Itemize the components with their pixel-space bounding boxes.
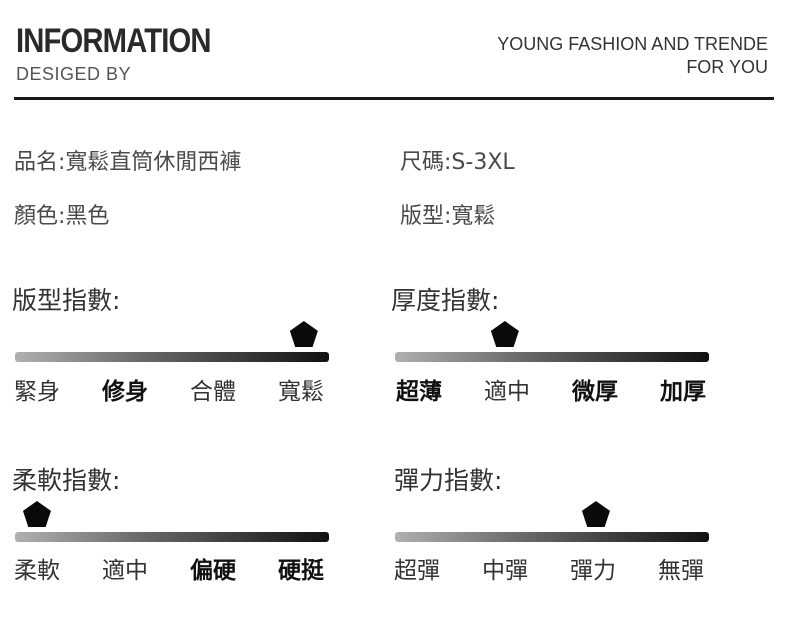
index-fit-bar	[15, 352, 329, 362]
index-thickness-label-0: 超薄	[396, 379, 442, 405]
index-softness-label-2: 偏硬	[190, 558, 236, 584]
index-thickness-label-3: 加厚	[660, 379, 706, 405]
index-elasticity-bar	[395, 532, 709, 542]
index-elasticity-marker-icon	[581, 501, 610, 527]
index-elasticity-label-1: 中彈	[482, 558, 528, 584]
index-fit-label-0: 緊身	[14, 379, 60, 405]
index-softness-label-1: 適中	[102, 558, 148, 584]
index-softness-title: 柔軟指數:	[12, 466, 121, 495]
index-fit-label-3: 寬鬆	[278, 379, 324, 405]
header-divider	[14, 97, 774, 100]
index-elasticity-title: 彈力指數:	[394, 466, 503, 495]
index-fit-label-1: 修身	[102, 379, 148, 405]
index-softness-label-0: 柔軟	[14, 558, 60, 584]
spec-product-name: 品名:寬鬆直筒休閒西褲	[14, 150, 242, 175]
spec-size: 尺碼:S-3XL	[400, 150, 515, 175]
index-elasticity-label-0: 超彈	[394, 558, 440, 584]
index-thickness-title: 厚度指數:	[391, 286, 500, 315]
index-thickness-bar	[395, 352, 709, 362]
header-subtitle: DESIGED BY	[16, 64, 132, 84]
header-title: INFORMATION	[16, 22, 212, 60]
index-fit-title: 版型指數:	[12, 286, 121, 315]
slogan-line-2: FOR YOU	[686, 57, 768, 77]
index-softness-bar	[15, 532, 329, 542]
header-slogan: YOUNG FASHION AND TRENDE FOR YOU	[497, 33, 768, 79]
index-fit-marker-icon	[289, 321, 318, 347]
index-thickness-label-1: 適中	[484, 379, 530, 405]
index-thickness-marker-icon	[490, 321, 519, 347]
index-softness-marker-icon	[22, 501, 51, 527]
spec-color: 顏色:黑色	[14, 204, 110, 229]
slogan-line-1: YOUNG FASHION AND TRENDE	[497, 34, 768, 54]
index-thickness-label-2: 微厚	[572, 379, 618, 405]
index-fit-label-2: 合體	[190, 379, 236, 405]
spec-fit: 版型:寬鬆	[400, 204, 496, 229]
index-elasticity-label-3: 無彈	[658, 558, 704, 584]
index-elasticity-label-2: 彈力	[570, 558, 616, 584]
index-softness-label-3: 硬挺	[278, 558, 324, 584]
